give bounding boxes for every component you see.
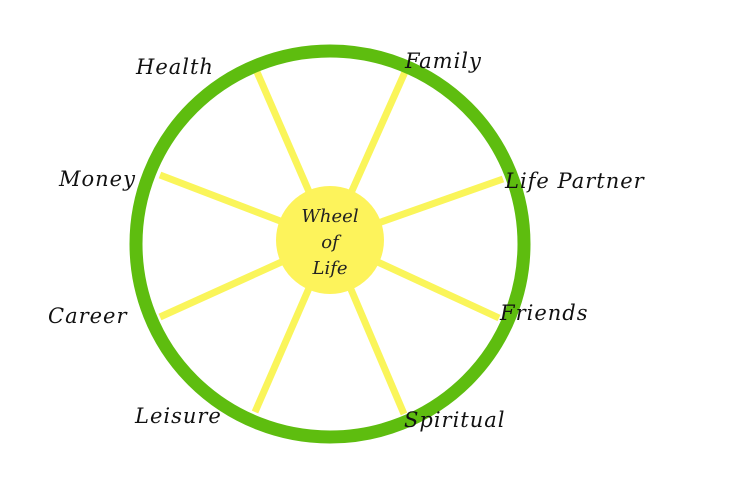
label-family: Family bbox=[404, 49, 482, 73]
label-health: Health bbox=[135, 55, 214, 79]
label-leisure: Leisure bbox=[134, 404, 222, 428]
label-spiritual: Spiritual bbox=[404, 408, 506, 432]
label-career: Career bbox=[48, 304, 128, 328]
hub-label-line-3: Life bbox=[311, 258, 347, 279]
label-money: Money bbox=[58, 167, 136, 191]
hub-label-line-2: of bbox=[321, 232, 342, 253]
hub-label-line-1: Wheel bbox=[301, 206, 358, 227]
label-life-partner: Life Partner bbox=[504, 169, 646, 193]
label-friends: Friends bbox=[499, 301, 589, 325]
wheel-hub bbox=[276, 186, 384, 294]
wheel-rim bbox=[129, 44, 531, 444]
